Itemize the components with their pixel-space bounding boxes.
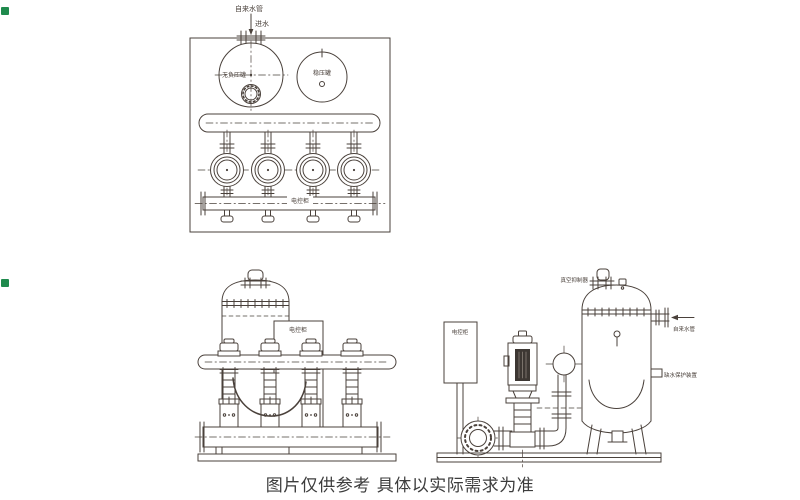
front-base-frame xyxy=(197,446,397,462)
side-view: 电控柜 xyxy=(436,268,698,468)
label-plan-control-cabinet: 电控柜 xyxy=(291,197,309,205)
side-tank xyxy=(581,278,652,455)
label-side-control-cabinet: 电控柜 xyxy=(452,328,469,336)
side-manifold-end xyxy=(545,345,583,383)
plan-non-negative-pressure-tank xyxy=(214,40,289,112)
side-tap-water-inlet xyxy=(650,307,695,328)
front-suction-pipe xyxy=(194,421,391,453)
plan-frame xyxy=(189,37,391,233)
plan-stabilizer-tank xyxy=(296,48,348,103)
side-pump xyxy=(503,330,540,468)
label-front-control-cabinet: 电控柜 xyxy=(289,326,307,334)
front-cable-conduit xyxy=(232,377,307,417)
side-water-shortage-device xyxy=(650,368,663,378)
plan-foot xyxy=(347,209,361,223)
label-water-shortage-protection: 缺水保护装置 xyxy=(664,371,698,379)
side-tank-inner-head xyxy=(588,379,645,409)
plan-pump-2 xyxy=(251,129,285,203)
plan-view: 自来水管 进水 无负压罐 稳压罐 xyxy=(189,4,391,233)
plan-pump-3 xyxy=(296,129,330,203)
label-water-inlet: 进水 xyxy=(255,19,269,28)
side-riser-pipe xyxy=(534,374,572,450)
side-vacuum-suppressor xyxy=(589,268,615,290)
front-discharge-manifold xyxy=(197,354,397,370)
label-stabilizer-tank: 稳压罐 xyxy=(313,69,331,77)
green-bullet-icon xyxy=(1,279,9,287)
side-control-cabinet xyxy=(443,321,478,455)
plan-foot xyxy=(306,209,320,223)
front-motor xyxy=(217,338,241,357)
side-level-sensor xyxy=(613,330,621,338)
plan-foot xyxy=(220,209,234,223)
plan-pump-4 xyxy=(337,129,371,203)
caption: 图片仅供参考 具体以实际需求为准 xyxy=(265,476,535,496)
green-bullet-icon xyxy=(1,7,9,15)
label-side-tap-water-pipe: 自来水管 xyxy=(673,325,696,333)
side-base-frame xyxy=(436,452,662,463)
side-outlet-flange xyxy=(456,416,513,460)
plan-outlet-manifold xyxy=(198,113,381,133)
label-vacuum-suppressor: 真空抑制器 xyxy=(560,276,588,284)
front-motor xyxy=(340,338,364,357)
down-arrow-icon xyxy=(248,29,254,35)
side-tank-drain xyxy=(611,430,624,443)
left-arrow-icon xyxy=(671,314,678,321)
plan-inlet-pipe xyxy=(236,13,266,46)
label-non-negative-pressure-tank: 无负压罐 xyxy=(222,71,246,79)
plan-foot xyxy=(261,209,275,223)
front-view: 电控柜 xyxy=(194,269,397,462)
plan-pump-1 xyxy=(210,129,244,203)
front-pump-4 xyxy=(341,367,363,428)
label-tap-water-pipe: 自来水管 xyxy=(235,4,263,13)
